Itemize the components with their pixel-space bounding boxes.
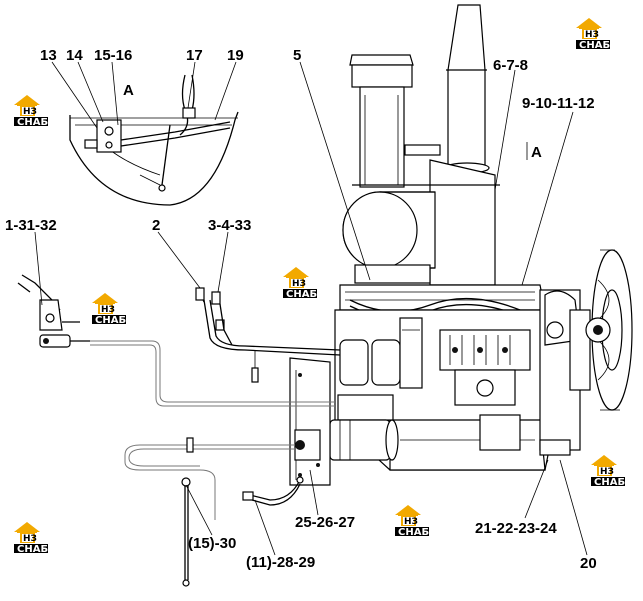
watermark-logo: НЗ СНАБ: [14, 95, 48, 128]
label-20: 20: [580, 555, 597, 572]
flywheel-housing: [289, 357, 331, 486]
label-3-4-33: 3-4-33: [208, 217, 251, 234]
svg-text:СНАБ: СНАБ: [17, 117, 48, 128]
detail-a-inset: [69, 74, 239, 206]
svg-text:НЗ: НЗ: [23, 107, 37, 117]
engine-block: [329, 284, 556, 471]
label-19: 19: [227, 47, 244, 64]
top-right-leaders: [299, 61, 574, 286]
watermark-logo: НЗ СНАБ: [92, 293, 126, 326]
lower-leaders: [34, 231, 588, 556]
label-13: 13: [40, 47, 57, 64]
svg-text:СНАБ: СНАБ: [579, 40, 610, 51]
label-11-28-29: (11)-28-29: [246, 554, 315, 571]
label-2: 2: [152, 217, 160, 234]
label-9-10-11-12: 9-10-11-12: [522, 95, 595, 112]
svg-text:НЗ: НЗ: [292, 279, 306, 289]
svg-text:НЗ: НЗ: [585, 30, 599, 40]
view-a-arrow-label: A: [531, 144, 542, 161]
svg-text:СНАБ: СНАБ: [398, 527, 429, 538]
inset-leaders: [51, 61, 237, 129]
svg-text:НЗ: НЗ: [404, 517, 418, 527]
part-labels: 13 14 15-16 17 19 A 5 6-7-8 9-10-11-12 A…: [5, 47, 597, 572]
svg-text:СНАБ: СНАБ: [95, 315, 126, 326]
svg-text:СНАБ: СНАБ: [286, 289, 317, 300]
label-15-16: 15-16: [94, 47, 132, 64]
watermark-logo: НЗ СНАБ: [591, 455, 625, 488]
label-21-22-23-24: 21-22-23-24: [475, 520, 557, 537]
watermark-logo: НЗ СНАБ: [395, 505, 429, 538]
label-1-31-32: 1-31-32: [5, 217, 57, 234]
detail-a-label: A: [123, 82, 134, 99]
label-17: 17: [186, 47, 203, 64]
label-6-7-8: 6-7-8: [493, 57, 528, 74]
watermark-logo: НЗ СНАБ: [14, 522, 48, 555]
watermark-logo: НЗ СНАБ: [576, 18, 610, 51]
watermark-logo: НЗ СНАБ: [283, 267, 317, 300]
fan-assembly: [539, 249, 633, 456]
throttle-pedal: [17, 274, 90, 348]
svg-text:НЗ: НЗ: [23, 534, 37, 544]
svg-text:НЗ: НЗ: [600, 467, 614, 477]
svg-text:СНАБ: СНАБ: [594, 477, 625, 488]
exhaust-and-air-cleaner: [342, 4, 500, 286]
label-5: 5: [293, 47, 301, 64]
label-25-26-27: 25-26-27: [295, 514, 355, 531]
label-15-30: (15)-30: [188, 535, 236, 552]
svg-text:НЗ: НЗ: [101, 305, 115, 315]
label-14: 14: [66, 47, 83, 64]
cable-routing: [90, 287, 341, 587]
svg-text:СНАБ: СНАБ: [17, 544, 48, 555]
watermark-logos: НЗ СНАБ НЗ СНАБ НЗ СНАБ НЗ СНАБ НЗ СНАБ …: [14, 18, 625, 555]
